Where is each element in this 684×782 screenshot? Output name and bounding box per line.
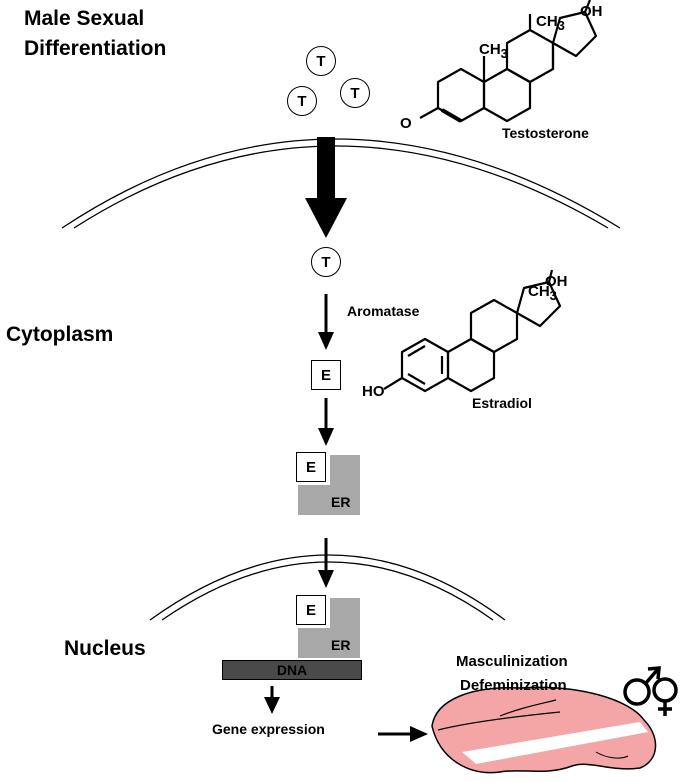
estradiol-molecule: E xyxy=(311,360,341,390)
testosterone-oh-label: OH xyxy=(580,3,603,20)
estrogen-receptor-shape xyxy=(298,485,360,515)
testosterone-molecule: T xyxy=(340,78,370,108)
estradiol-oh-label: OH xyxy=(545,273,568,290)
estradiol-ho-label: HO xyxy=(362,383,385,400)
nuclear-envelope xyxy=(149,554,506,621)
testosterone-ch3-label: CH3 xyxy=(479,41,508,61)
estradiol-label: Estradiol xyxy=(472,395,532,411)
dna-bar: DNA xyxy=(222,660,362,680)
estradiol-ch3-label: CH3 xyxy=(528,283,557,303)
testosterone-label: Testosterone xyxy=(502,125,589,141)
testosterone-structure xyxy=(419,0,598,123)
bound-estradiol: E xyxy=(296,452,326,482)
defeminization-label: Defeminization xyxy=(460,677,567,694)
transcription-arrow xyxy=(264,686,280,714)
membrane-entry-arrow xyxy=(305,137,347,238)
gene-expression-label: Gene expression xyxy=(212,721,325,737)
nuclear-estrogen-receptor-label: ER xyxy=(331,637,351,653)
nuclear-entry-arrow xyxy=(318,538,334,588)
testosterone-molecule: T xyxy=(306,46,336,76)
title-line2: Differentiation xyxy=(24,37,167,60)
cytoplasm-label: Cytoplasm xyxy=(6,323,114,346)
testosterone-molecule: T xyxy=(287,86,317,116)
male-symbol-icon xyxy=(623,666,661,706)
aromatase-arrow xyxy=(318,294,334,350)
estrogen-receptor-label: ER xyxy=(331,494,351,510)
aromatase-label: Aromatase xyxy=(347,303,420,319)
testosterone-ch3-label: CH3 xyxy=(536,13,565,33)
cell-membrane xyxy=(61,138,621,229)
estradiol-structure xyxy=(383,269,562,393)
title-line1: Male Sexual xyxy=(24,7,145,30)
nucleus-label: Nucleus xyxy=(64,637,146,660)
estrogen-receptor-shape xyxy=(298,628,360,658)
masculinization-label: Masculinization xyxy=(456,653,568,670)
dna-label: DNA xyxy=(276,662,308,678)
intracellular-testosterone: T xyxy=(311,247,341,277)
outcome-arrow xyxy=(378,726,428,742)
testosterone-o-label: O xyxy=(400,115,412,132)
nuclear-bound-estradiol: E xyxy=(296,595,326,625)
female-symbol-icon xyxy=(652,677,678,716)
binding-arrow xyxy=(318,398,334,446)
brain-illustration xyxy=(431,686,657,774)
